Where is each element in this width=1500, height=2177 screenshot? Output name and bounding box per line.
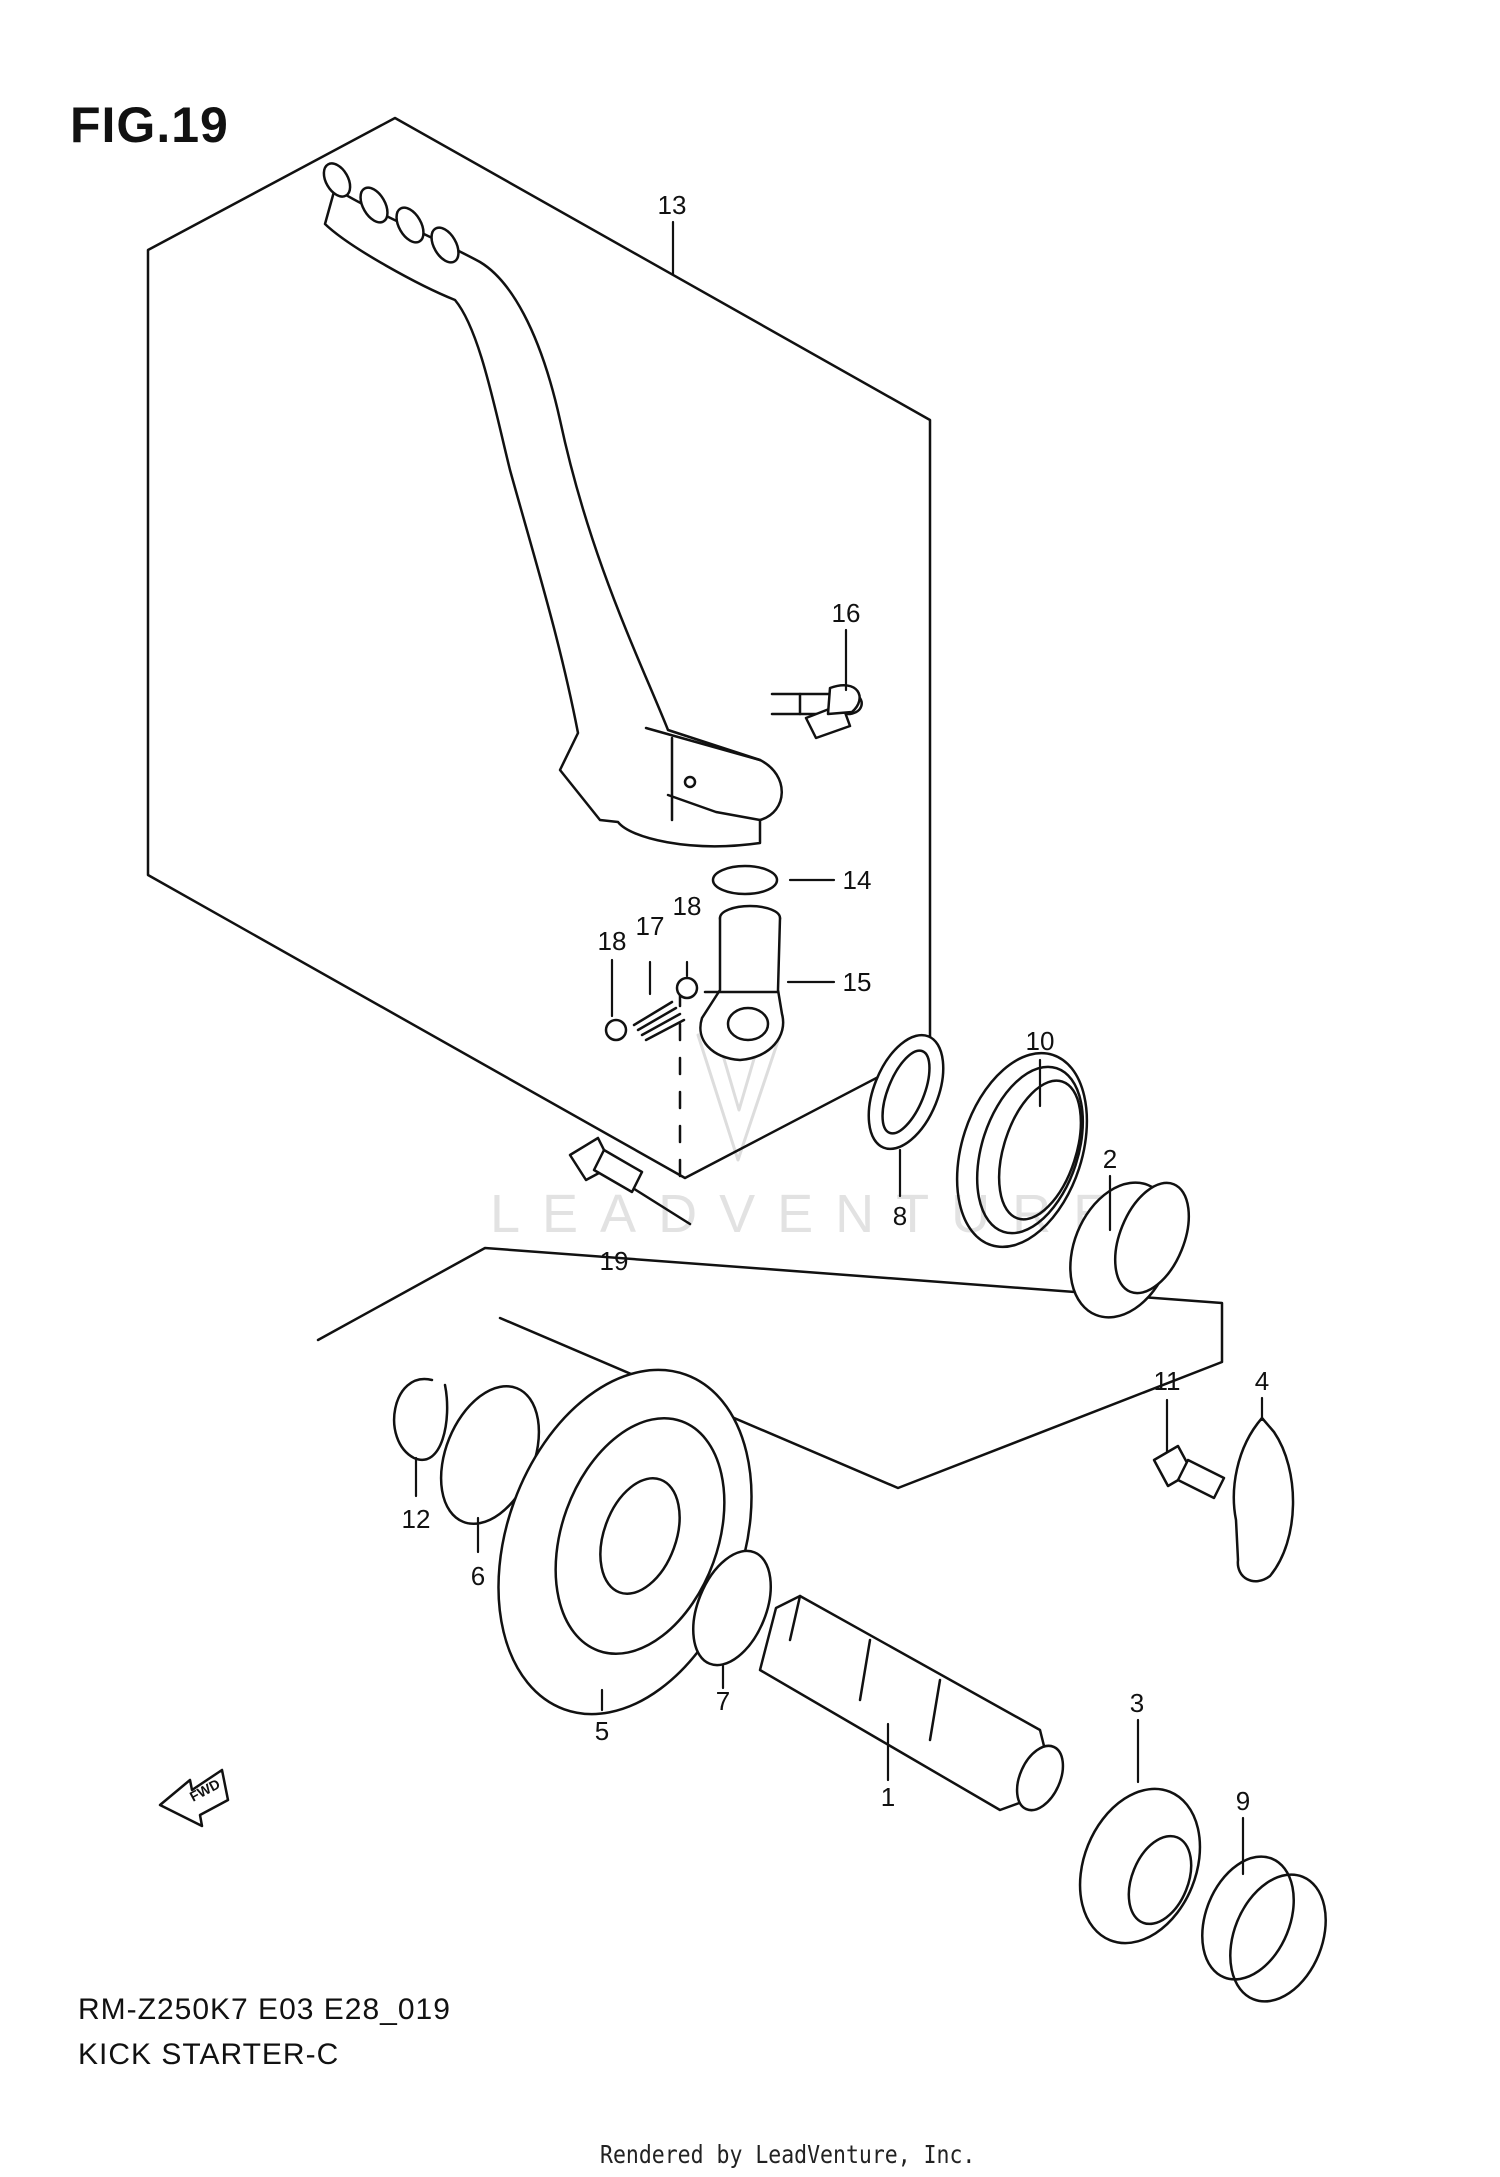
stopper-4-part <box>1232 1416 1295 1583</box>
callout-10: 10 <box>1026 1026 1055 1056</box>
callout-8: 8 <box>893 1201 907 1231</box>
callout-18-lower: 18 <box>598 926 627 956</box>
kick-shaft-1-part <box>758 1594 1065 1812</box>
bolt-16-part <box>804 684 861 740</box>
model-code: RM-Z250K7 E03 E28_019 <box>78 1993 451 2026</box>
callout-labels: 13 16 14 18 17 18 15 10 2 8 19 11 4 12 6… <box>402 190 1270 1816</box>
callout-17: 17 <box>636 911 665 941</box>
callout-19: 19 <box>600 1246 629 1276</box>
spring-9-part <box>1201 1855 1327 2003</box>
kick-shaft-group-outline <box>316 1246 1224 1490</box>
callout-14: 14 <box>843 865 872 895</box>
watermark: LEADVENTURE <box>490 1033 1131 1244</box>
callout-13: 13 <box>658 190 687 220</box>
callout-5: 5 <box>595 1716 609 1746</box>
spring-guide-2-part <box>1069 1181 1191 1319</box>
drive-gear-3-part <box>1078 1787 1202 1945</box>
callout-6: 6 <box>471 1561 485 1591</box>
watermark-text: LEADVENTURE <box>490 1184 1131 1244</box>
render-credit: Rendered by LeadVenture, Inc. <box>600 2140 976 2169</box>
callout-2: 2 <box>1103 1144 1117 1174</box>
figure-title: FIG.19 <box>70 97 229 153</box>
kick-lever-part <box>322 162 863 848</box>
callout-7: 7 <box>716 1686 730 1716</box>
washer-7-part <box>692 1549 772 1667</box>
oil-seal-8-part <box>867 1033 945 1151</box>
ball-18-left-part <box>604 1018 628 1042</box>
bolt-19-part <box>568 1136 644 1194</box>
callout-11: 11 <box>1154 1366 1181 1396</box>
section-name: KICK STARTER-C <box>78 2038 340 2071</box>
circlip-12-part <box>392 1377 449 1462</box>
callout-15: 15 <box>843 967 872 997</box>
callout-16: 16 <box>832 598 861 628</box>
kick-boss-15-part <box>699 904 785 1062</box>
callout-12: 12 <box>402 1504 431 1534</box>
o-ring-14-part <box>711 864 779 896</box>
callout-1: 1 <box>881 1782 895 1812</box>
bolt-11-part <box>1152 1444 1226 1500</box>
kick-lever-group-outline <box>146 116 932 1180</box>
ball-18-right-part <box>675 976 699 1000</box>
kick-spring-10-part <box>955 1051 1089 1249</box>
callout-18-upper: 18 <box>673 891 702 921</box>
spring-17-part <box>632 1000 686 1042</box>
callout-9: 9 <box>1236 1786 1250 1816</box>
callout-4: 4 <box>1255 1366 1269 1396</box>
callout-3: 3 <box>1130 1688 1144 1718</box>
callout-leaders <box>414 220 1264 1876</box>
forward-arrow-icon: FWD <box>158 1768 230 1828</box>
